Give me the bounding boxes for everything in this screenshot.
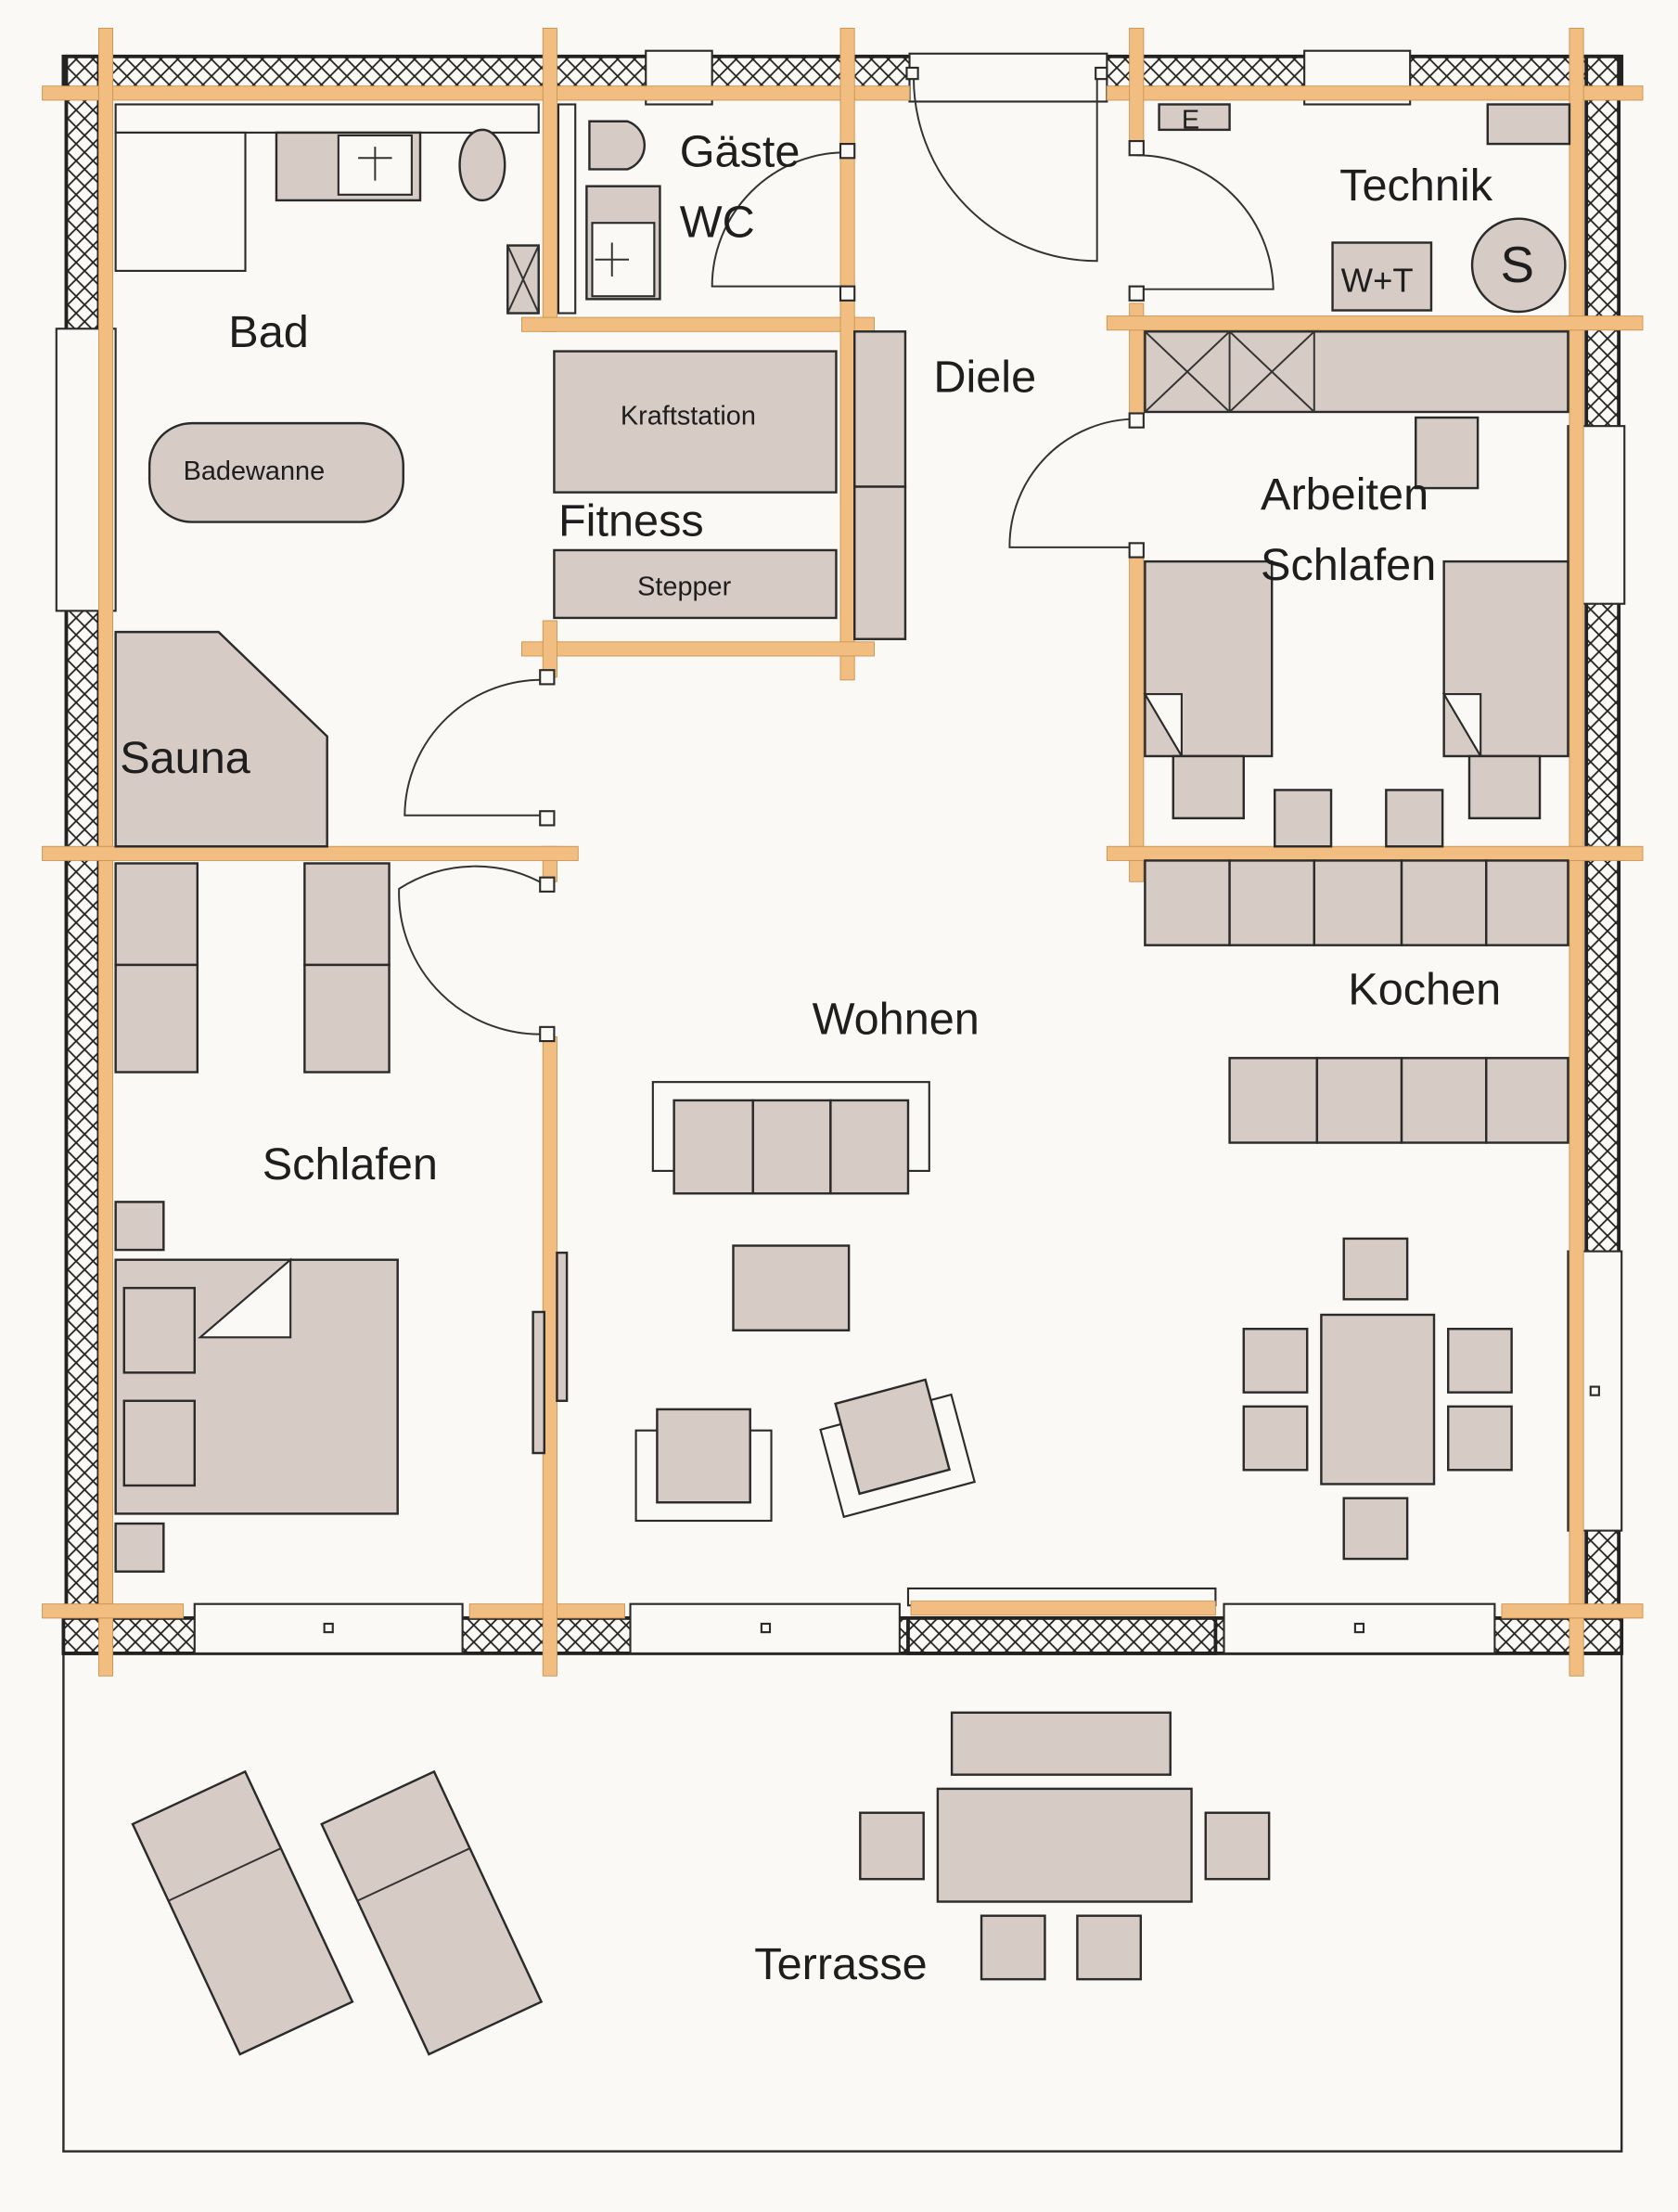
room-label-wohnen: Wohnen xyxy=(813,994,980,1044)
room-label-gaeste: Gäste xyxy=(680,126,801,176)
doors xyxy=(398,66,1275,1455)
kraftstation-label: Kraftstation xyxy=(621,402,756,431)
room-label-arbeiten: Arbeiten xyxy=(1261,469,1428,520)
electric-label: E xyxy=(1182,105,1199,135)
room-label-sauna: Sauna xyxy=(120,733,251,783)
room-label-fitness: Fitness xyxy=(558,496,704,547)
room-label-terrasse: Terrasse xyxy=(754,1939,927,1989)
badewanne-label: Badewanne xyxy=(184,457,326,486)
sauna-cabin xyxy=(114,630,328,848)
room-label-bad: Bad xyxy=(228,307,309,357)
room-label-wc: WC xyxy=(680,197,755,247)
speicher-label: S xyxy=(1500,236,1533,293)
terrace-area xyxy=(62,1652,1623,2153)
kraftstation xyxy=(553,350,838,494)
wt-label: W+T xyxy=(1341,262,1414,300)
stepper xyxy=(553,548,838,620)
bathtub xyxy=(147,421,404,523)
room-label-schlafen-2: Schlafen xyxy=(1261,540,1436,590)
room-label-schlafen: Schlafen xyxy=(263,1139,438,1190)
room-label-technik: Technik xyxy=(1339,161,1493,211)
room-label-diele: Diele xyxy=(933,353,1036,403)
stepper-label: Stepper xyxy=(637,572,732,602)
sliding-door xyxy=(532,1310,546,1455)
furniture xyxy=(114,103,1571,2056)
room-label-kochen: Kochen xyxy=(1348,965,1501,1015)
